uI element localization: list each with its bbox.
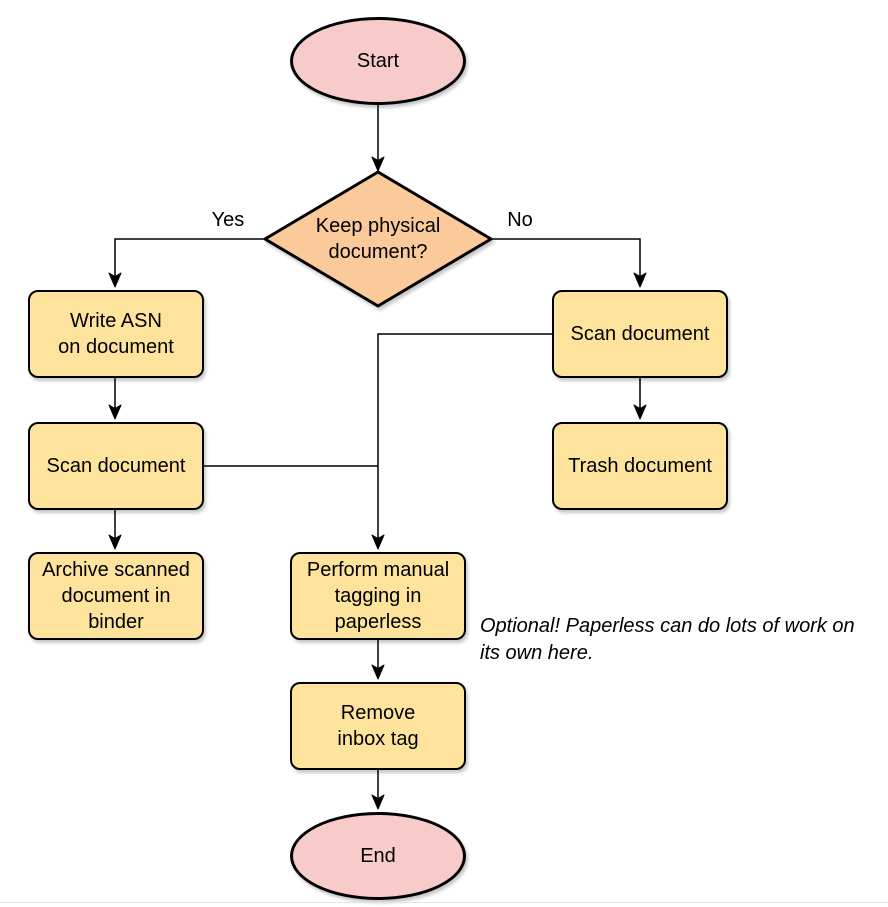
node-scan-document-right-label: Scan document [570,323,710,345]
edge-decision-no-to-scan-right [491,238,647,288]
edge-decision-yes-to-write-asn [108,238,265,288]
node-write-asn-label: Write ASN on document [58,310,174,358]
bottom-edge-rule [0,902,888,903]
node-manual-tagging: Perform manual tagging in paperless [290,552,466,640]
node-remove-inbox-tag: Remove inbox tag [290,682,466,770]
edge-label-yes: Yes [211,209,245,231]
node-manual-tagging-label: Perform manual tagging in paperless [306,559,450,633]
edge-scan-right-to-tagging [371,333,552,550]
node-start: Start [290,17,466,105]
node-trash-document: Trash document [552,422,728,510]
node-scan-document-right: Scan document [552,290,728,378]
node-decision-label: Keep physical document? [315,215,441,263]
node-archive-in-binder: Archive scanned document in binder [28,552,204,640]
node-scan-document-left-label: Scan document [46,455,186,477]
annotation-note: Optional! Paperless can do lots of work … [480,615,855,664]
decision-diamond-shape [263,170,493,308]
node-scan-document-left: Scan document [28,422,204,510]
node-end-label: End [360,845,396,867]
edge-label-no: No [507,209,533,231]
node-end: End [290,812,466,900]
node-write-asn: Write ASN on document [28,290,204,378]
node-start-label: Start [356,50,400,72]
node-archive-in-binder-label: Archive scanned document in binder [42,559,190,633]
node-remove-inbox-tag-label: Remove inbox tag [337,702,419,750]
node-trash-document-label: Trash document [568,455,712,477]
